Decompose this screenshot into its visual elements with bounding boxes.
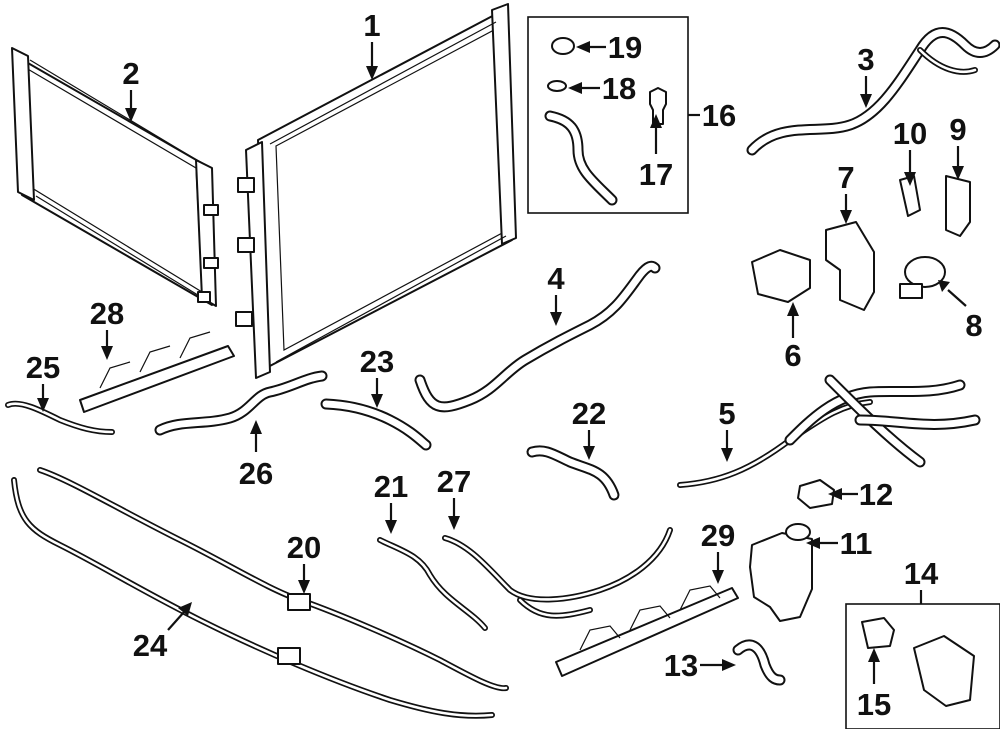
- callout-17: 17: [639, 157, 673, 192]
- radiator: [235, 3, 517, 379]
- callout-12: 12: [859, 477, 893, 512]
- brackets-cluster: [751, 175, 971, 311]
- callout-6: 6: [784, 338, 801, 373]
- callout-25: 25: [26, 350, 60, 385]
- hose-22: [526, 445, 620, 501]
- callout-9: 9: [949, 112, 966, 147]
- reservoir-cap: [797, 479, 835, 509]
- callout-24: 24: [133, 628, 168, 663]
- callout-14: 14: [904, 556, 939, 591]
- callout-13: 13: [664, 648, 698, 683]
- callout-16: 16: [702, 98, 736, 133]
- callout-21: 21: [374, 469, 408, 504]
- callout-18: 18: [602, 71, 636, 106]
- hose-27: [442, 527, 673, 619]
- callout-11: 11: [840, 526, 873, 561]
- hose-21: [377, 537, 488, 631]
- upper-hose: [746, 27, 1000, 156]
- coolant-hose-5: [677, 374, 981, 488]
- callout-23: 23: [360, 344, 394, 379]
- callout-28: 28: [90, 296, 124, 331]
- line-24: [11, 467, 509, 719]
- callout-22: 22: [572, 396, 606, 431]
- fitting-20: [277, 593, 311, 665]
- callout-labels: 1 2 3 4 5 6 7 8 9 10 11 12 13 14 15 16 1…: [26, 8, 983, 722]
- hose-13: [732, 639, 786, 686]
- thermostat-housing: [544, 37, 667, 206]
- callout-29: 29: [701, 518, 735, 553]
- heat-shield-28: [79, 331, 235, 413]
- leader-lines: [37, 41, 967, 684]
- pump-bracket-assembly: [861, 617, 975, 707]
- coolant-hose-4: [414, 260, 661, 413]
- line-25: [5, 400, 115, 435]
- coolant-reservoir: [749, 523, 813, 622]
- callout-26: 26: [239, 456, 273, 491]
- heat-shield-29: [555, 585, 739, 677]
- callout-5: 5: [718, 396, 735, 431]
- group-box-14: [845, 603, 1000, 729]
- callout-20: 20: [287, 530, 321, 565]
- callout-27: 27: [437, 464, 471, 499]
- hose-23: [320, 398, 432, 451]
- callout-4: 4: [547, 261, 565, 296]
- callout-10: 10: [893, 116, 927, 151]
- callout-15: 15: [857, 687, 891, 722]
- hose-26: [154, 370, 328, 436]
- callout-2: 2: [122, 56, 139, 91]
- callout-19: 19: [608, 30, 642, 65]
- callout-3: 3: [857, 42, 874, 77]
- callout-8: 8: [965, 308, 982, 343]
- condenser: [11, 47, 219, 307]
- callout-7: 7: [837, 160, 854, 195]
- callout-1: 1: [363, 8, 380, 43]
